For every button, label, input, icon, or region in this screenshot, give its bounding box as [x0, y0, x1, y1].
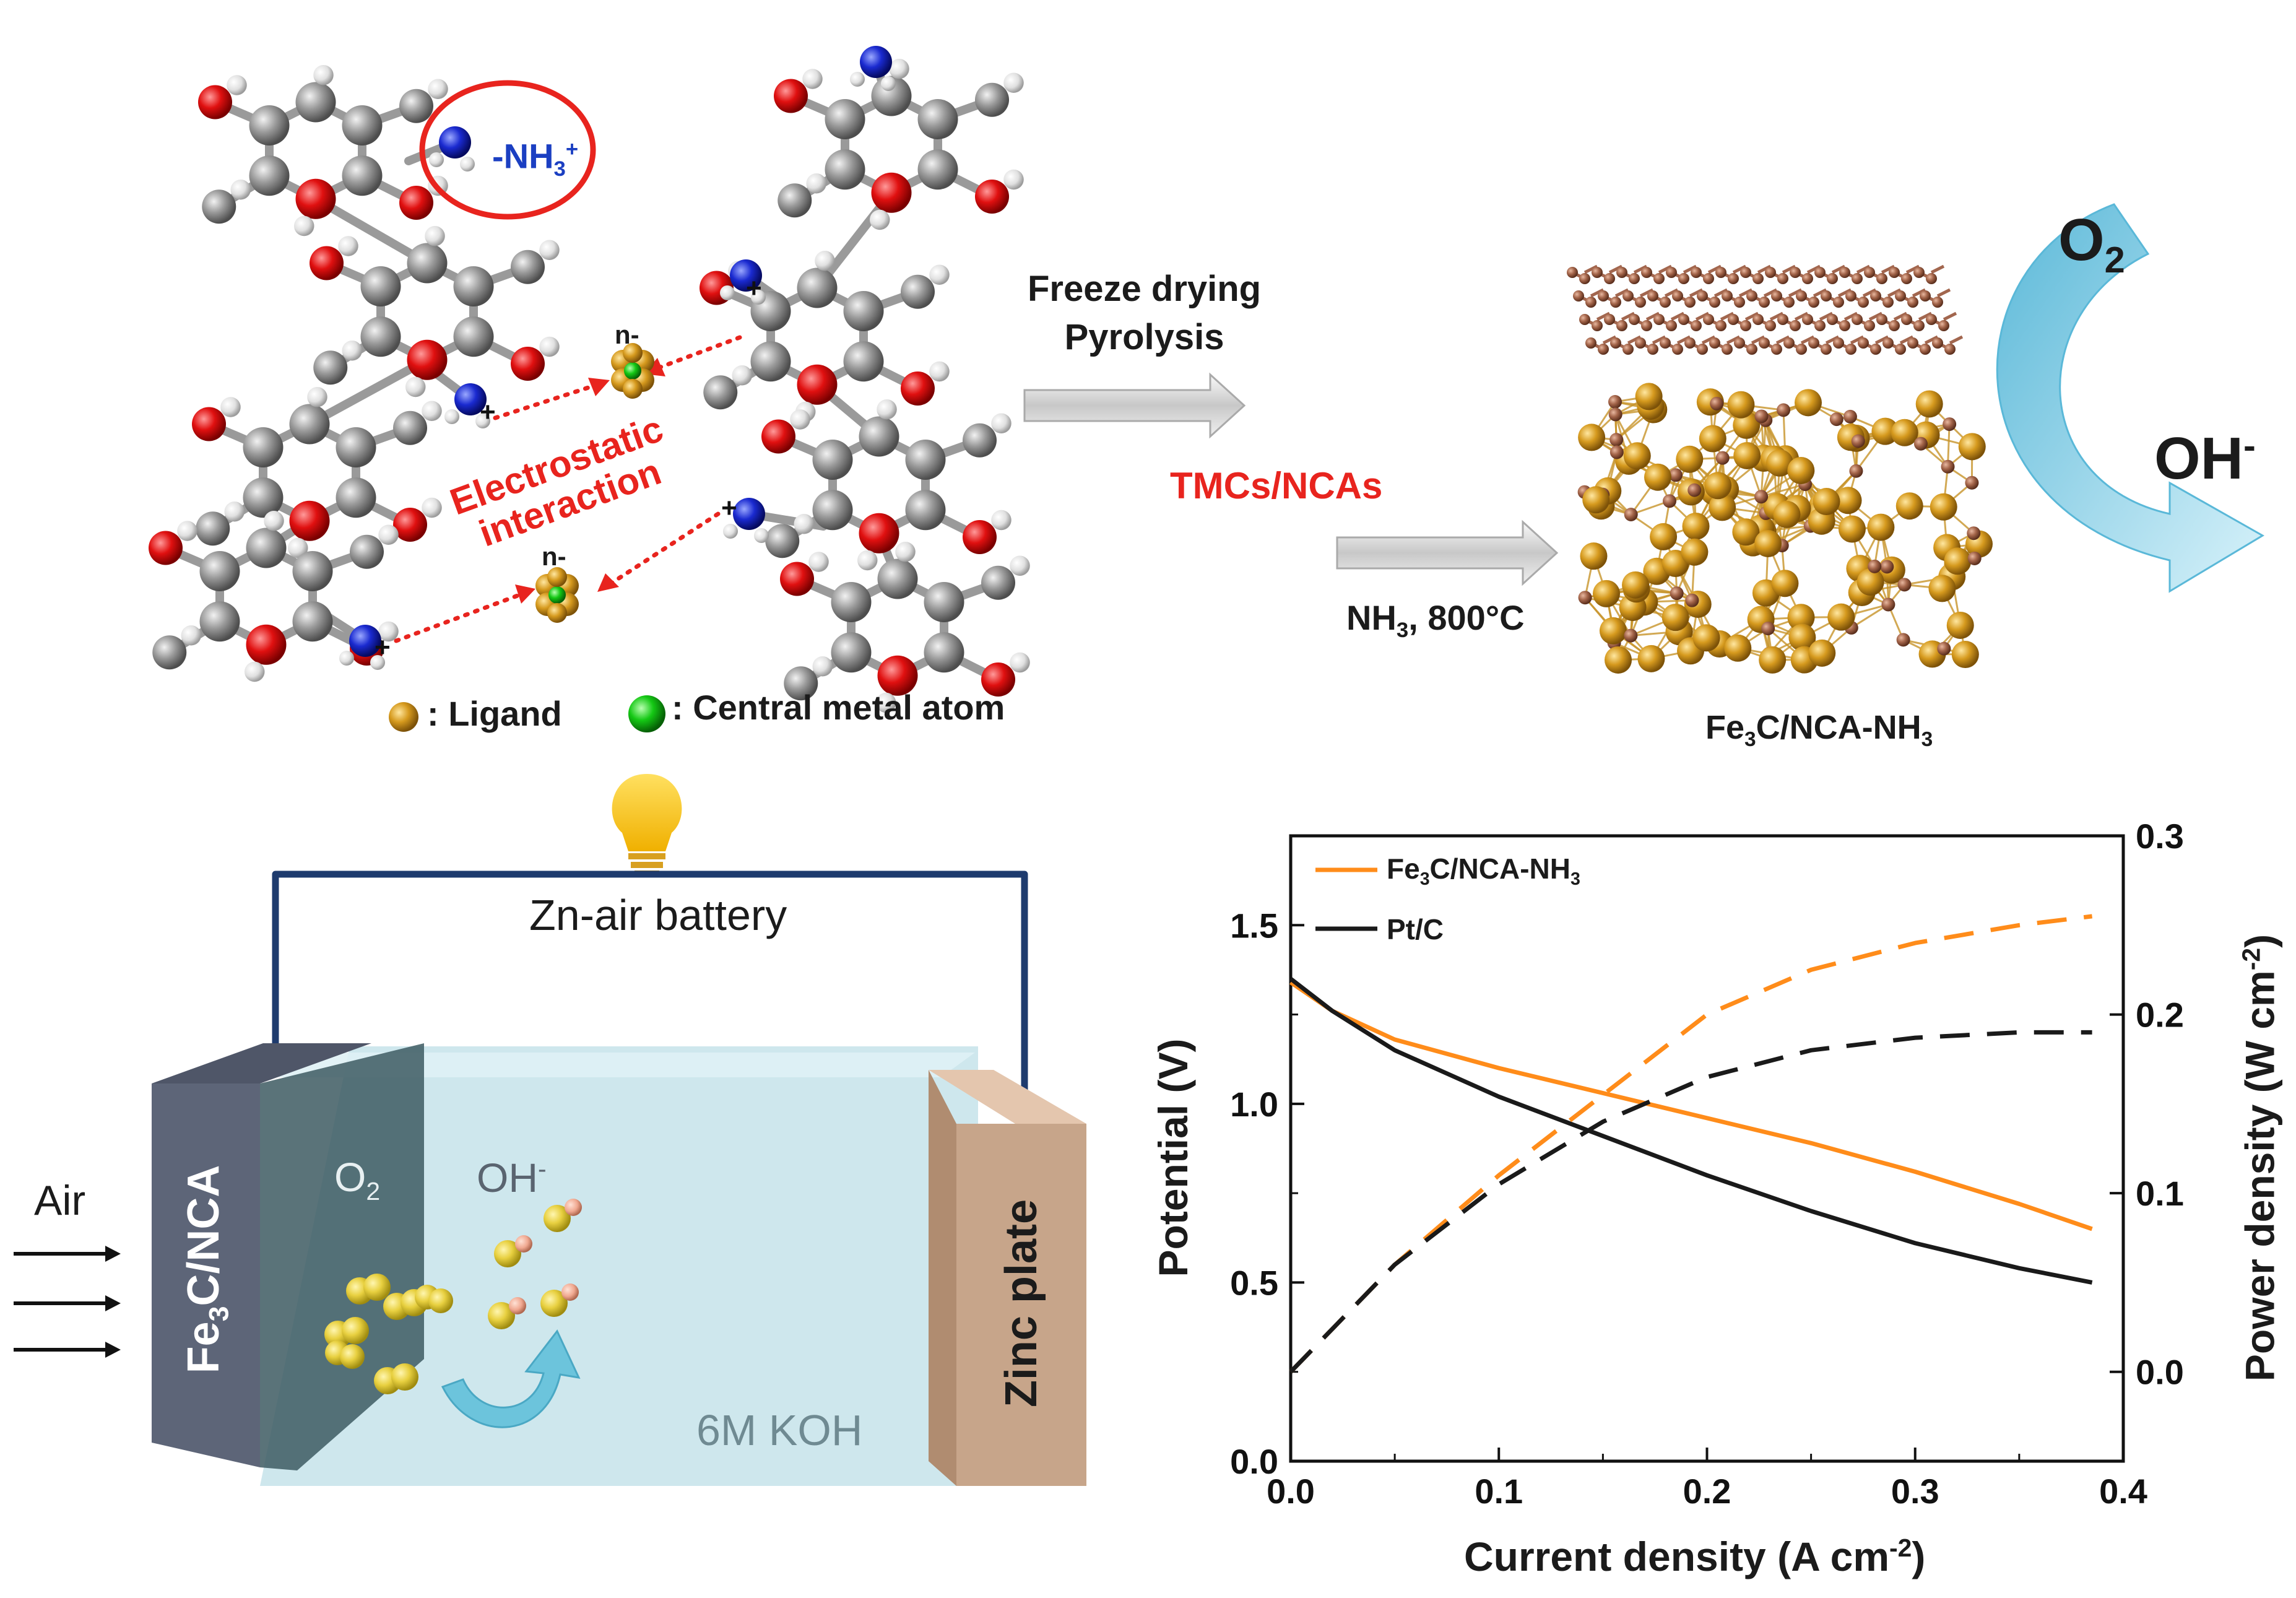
- y-tick-label: 1.0: [1230, 1085, 1278, 1124]
- step2-label: NH3, 800°C: [1346, 598, 1525, 643]
- external-circuit-wire: [272, 871, 1028, 1093]
- ligand-complex-top: [611, 343, 654, 399]
- zinc-slab-front: [956, 1124, 1086, 1486]
- o2-molecules: [324, 1274, 453, 1394]
- y-tick-label: 1.5: [1230, 906, 1278, 945]
- fe3c-crystal: [1577, 383, 1993, 674]
- zinc-slab-top: [929, 1070, 1086, 1124]
- x-tick-label: 0.0: [1267, 1472, 1315, 1511]
- zinc-slab-side: [929, 1070, 956, 1486]
- chart-x-label: Current density (A cm-2): [1464, 1534, 1926, 1579]
- y-tick-label: 0.5: [1230, 1263, 1278, 1302]
- legend-metal-label: : Central metal atom: [672, 688, 1005, 727]
- chart-y-label: Potential (V): [1150, 1038, 1196, 1277]
- air-inlet-arrows: [14, 1246, 121, 1358]
- interaction-arrows: [394, 335, 742, 643]
- svg-text:+: +: [721, 493, 737, 523]
- oh-product-label: OH-: [2154, 425, 2256, 492]
- battery-cell: [152, 1043, 1086, 1486]
- charge-label-bottom: n-: [542, 542, 566, 571]
- y2-tick-label: 0.2: [2136, 996, 2184, 1035]
- polarization-chart: 0.0 0.1 0.2 0.3 0.4 0.0 0.5 1.0 1.5 0.0 0.1 0.2 0.3: [1230, 817, 2184, 1511]
- intermediate-label: TMCs/NCAs: [1170, 465, 1383, 506]
- y2-tick-label: 0.1: [2136, 1174, 2184, 1213]
- air-label: Air: [34, 1177, 86, 1224]
- x-tick-label: 0.4: [2099, 1472, 2147, 1511]
- battery-curved-arrow: [441, 1329, 581, 1428]
- oh-ions: [488, 1199, 582, 1329]
- cathode-slab-side: [260, 1043, 424, 1470]
- y2-tick-label: 0.0: [2136, 1353, 2184, 1392]
- electrolyte-label: 6M KOH: [696, 1406, 863, 1454]
- ligand-legend-sphere: [389, 702, 418, 732]
- o2-product-label: O2: [2058, 207, 2125, 281]
- metal-legend-sphere: [628, 695, 665, 732]
- series-line-left-fe3c: [1289, 980, 2093, 1231]
- cathode-slab-front: [152, 1083, 260, 1467]
- battery-oh-label: OH-: [477, 1155, 547, 1201]
- cathode-slab-top: [152, 1043, 371, 1083]
- step1-label: Freeze drying Pyrolysis: [1028, 269, 1262, 358]
- x-tick-label: 0.1: [1475, 1472, 1523, 1511]
- nh3-label: -NH3+: [492, 136, 579, 181]
- series-line-right-fe3c: [1289, 914, 2093, 1374]
- process-arrow-1: [1023, 372, 1246, 439]
- svg-text:+: +: [375, 632, 391, 662]
- carbon-layers: [1567, 264, 1964, 355]
- electrolyte-box: [260, 1046, 978, 1486]
- orr-curved-arrow: [1996, 203, 2264, 593]
- light-bulb-icon: [612, 774, 682, 877]
- y-tick-label: 0.0: [1230, 1442, 1278, 1481]
- battery-o2-label: O2: [334, 1154, 381, 1206]
- ligand-complex-bottom: [535, 567, 579, 623]
- product-label: Fe3C/NCA-NH3: [1705, 709, 1933, 751]
- legend-entry-fe3c: Fe3C/NCA-NH3: [1387, 853, 1580, 890]
- series-line-right-ptc: [1289, 1030, 2092, 1374]
- series-line-left-ptc: [1289, 977, 2093, 1285]
- battery-title: Zn-air battery: [529, 891, 787, 939]
- x-tick-label: 0.3: [1891, 1472, 1939, 1511]
- nh3-highlight-circle: [419, 80, 596, 220]
- zinc-plate-label: Zinc plate: [997, 1199, 1046, 1408]
- x-tick-label: 0.2: [1683, 1472, 1731, 1511]
- chitosan-molecules: + + + +: [149, 46, 1030, 713]
- legend-entry-ptc: Pt/C: [1387, 913, 1444, 945]
- y2-tick-label: 0.3: [2136, 817, 2184, 856]
- process-arrow-2: [1336, 519, 1559, 586]
- charge-label-top: n-: [615, 320, 639, 349]
- svg-text:+: +: [480, 397, 496, 427]
- svg-text:+: +: [746, 273, 762, 303]
- legend-ligand-label: : Ligand: [427, 694, 562, 733]
- cathode-label: Fe3C/NCA: [178, 1165, 235, 1374]
- chart-y2-label: Power density (W cm-2): [2237, 934, 2283, 1382]
